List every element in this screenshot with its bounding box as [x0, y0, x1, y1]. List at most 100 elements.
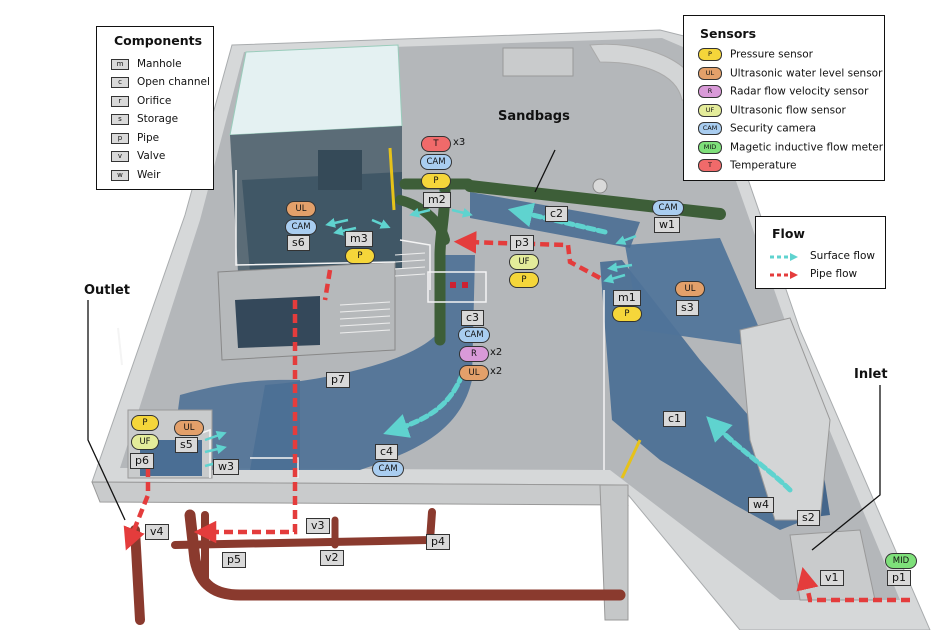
multiplier-label: x3: [453, 137, 466, 148]
legend-key: v: [111, 150, 129, 162]
brown-pipes: [130, 508, 626, 625]
sensors-legend-title: Sensors: [700, 26, 757, 41]
legend-key: p: [111, 132, 129, 144]
ultrasonic-flow-badge: UF: [509, 254, 539, 270]
tag-c3: c3: [461, 310, 485, 326]
tag-s5: s5: [175, 437, 198, 453]
legend-item-weir: w Weir: [111, 169, 160, 181]
surface-flow-key-icon: [770, 253, 798, 261]
tag-s2: s2: [797, 510, 820, 526]
legend-label: Ultrasonic flow sensor: [730, 104, 846, 117]
tag-c2: c2: [545, 206, 569, 222]
sensor-key: T: [698, 159, 722, 172]
ultrasonic-level-badge: UL: [174, 420, 204, 436]
legend-item-ultrasonic-flow: UF Ultrasonic flow sensor: [698, 104, 846, 117]
temperature-sensor-badge: T: [421, 136, 451, 152]
legend-item-orifice: r Orifice: [111, 95, 171, 107]
tag-v2: v2: [320, 550, 344, 566]
pressure-sensor-badge: P: [131, 415, 159, 431]
inlet-annotation: Inlet: [854, 367, 888, 382]
sensor-key: CAM: [698, 122, 722, 135]
legend-item-storage: s Storage: [111, 113, 178, 125]
legend-label: Radar flow velocity sensor: [730, 85, 869, 98]
mid-flow-meter-badge: MID: [885, 553, 917, 569]
sandbags-annotation: Sandbags: [498, 109, 570, 124]
tag-p5: p5: [222, 552, 246, 568]
legend-label: Ultrasonic water level sensor: [730, 67, 883, 80]
tag-w3: w3: [213, 459, 239, 475]
legend-label: Orifice: [137, 95, 172, 107]
multiplier-label: x2: [490, 366, 503, 377]
tag-p3: p3: [510, 235, 534, 251]
legend-item-open-channel: c Open channel: [111, 76, 210, 88]
legend-label: Security camera: [730, 122, 817, 135]
radar-sensor-badge: R: [459, 346, 489, 362]
sensor-key: UF: [698, 104, 722, 117]
tag-p6: p6: [130, 453, 154, 469]
legend-label: Pipe: [137, 132, 160, 144]
components-legend-title: Components: [114, 33, 203, 48]
legend-item-mid: MID Magetic inductive flow meter: [698, 141, 883, 154]
legend-key: w: [111, 169, 129, 181]
camera-sensor-badge: CAM: [458, 327, 490, 343]
sensor-key: MID: [698, 141, 722, 154]
tag-s6: s6: [287, 235, 310, 251]
legend-item-valve: v Valve: [111, 150, 165, 162]
pipe-flow-key-icon: [770, 271, 798, 279]
pressure-sensor-badge: P: [345, 248, 375, 264]
legend-key: s: [111, 113, 129, 125]
outlet-annotation: Outlet: [84, 283, 131, 298]
pressure-sensor-badge: P: [421, 173, 451, 189]
legend-label: Pipe flow: [810, 268, 858, 280]
legend-key: m: [111, 58, 129, 70]
legend-label: Pressure sensor: [730, 48, 813, 61]
components-legend: Components m Manhole c Open channel r Orifi…: [96, 26, 214, 190]
legend-label: Weir: [137, 169, 161, 181]
legend-label: Temperature: [730, 159, 797, 172]
tag-v4: v4: [145, 524, 169, 540]
sensor-key: R: [698, 85, 722, 98]
legend-label: Surface flow: [810, 250, 875, 262]
building-roof: [229, 44, 403, 136]
legend-item-temperature: T Temperature: [698, 159, 797, 172]
tag-w4: w4: [748, 497, 774, 513]
flow-legend-title: Flow: [772, 226, 805, 241]
tag-m3: m3: [345, 231, 373, 247]
legend-item-radar: R Radar flow velocity sensor: [698, 85, 868, 98]
sensor-key: UL: [698, 67, 722, 80]
tag-c4: c4: [375, 444, 399, 460]
pressure-sensor-badge: P: [612, 306, 642, 322]
ultrasonic-level-badge: UL: [459, 365, 489, 381]
flow-legend: Flow Surface flow Pipe flow: [755, 216, 886, 289]
legend-label: Storage: [137, 113, 179, 125]
tag-p4: p4: [426, 534, 450, 550]
pressure-sensor-badge: P: [509, 272, 539, 288]
legend-label: Magetic inductive flow meter: [730, 141, 884, 154]
ultrasonic-level-badge: UL: [286, 201, 316, 217]
legend-label: Valve: [137, 150, 166, 162]
tag-m2: m2: [423, 192, 451, 208]
tag-c1: c1: [663, 411, 687, 427]
multiplier-label: x2: [490, 347, 503, 358]
tag-s3: s3: [676, 300, 699, 316]
legend-item-pipe: p Pipe: [111, 132, 159, 144]
camera-sensor-badge: CAM: [285, 219, 317, 235]
legend-key: r: [111, 95, 129, 107]
tag-m1: m1: [613, 290, 641, 306]
legend-item-manhole: m Manhole: [111, 58, 182, 70]
camera-sensor-badge: CAM: [372, 461, 404, 477]
camera-sensor-badge: CAM: [652, 200, 684, 216]
tag-v3: v3: [306, 518, 330, 534]
legend-key: c: [111, 76, 129, 88]
legend-label: Open channel: [137, 76, 210, 88]
ultrasonic-flow-badge: UF: [131, 434, 159, 450]
legend-label: Manhole: [137, 58, 182, 70]
front-wall: [91, 481, 629, 506]
ultrasonic-level-badge: UL: [675, 281, 705, 297]
legend-item-camera: CAM Security camera: [698, 122, 816, 135]
tag-w1: w1: [654, 217, 680, 233]
camera-sensor-badge: CAM: [420, 154, 452, 170]
tag-p1: p1: [887, 570, 911, 586]
